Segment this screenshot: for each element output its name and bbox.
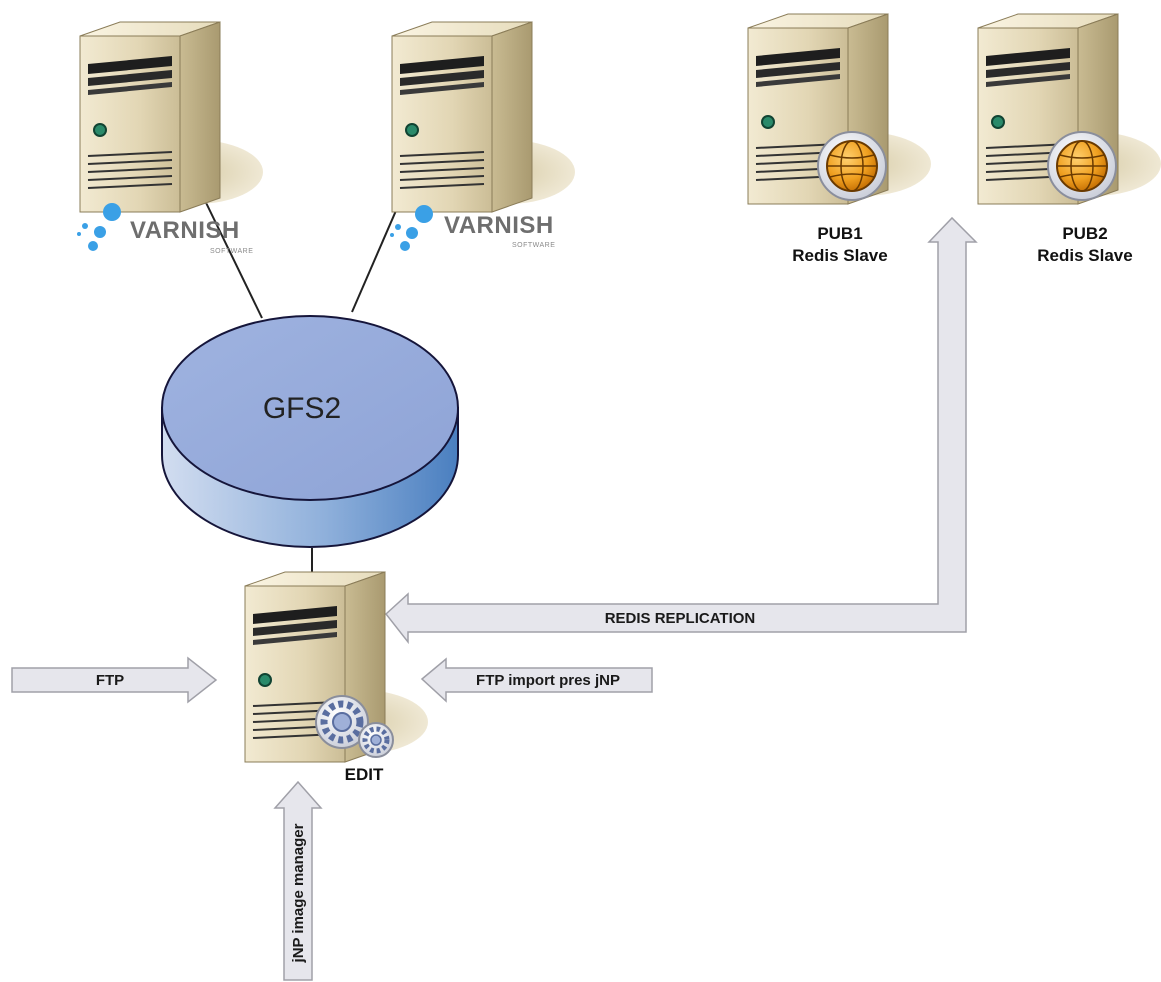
pub1-role-label: Redis Slave	[792, 246, 887, 265]
globe-icon	[817, 131, 887, 201]
gfs2-label: GFS2	[263, 392, 341, 425]
pub1-label: PUB1	[817, 224, 862, 243]
varnish-left-logo: VARNISH SOFTWARE	[77, 203, 253, 255]
ftp-label: FTP	[96, 672, 124, 689]
ftp-import-label: FTP import pres jNP	[476, 672, 620, 689]
varnish-right-logo: VARNISH SOFTWARE	[390, 205, 555, 251]
varnish-dot-icon	[395, 224, 401, 230]
varnish-right-subtitle: SOFTWARE	[512, 242, 555, 249]
ftp-arrow[interactable]	[11, 656, 218, 704]
varnish-dot-icon	[390, 233, 394, 237]
varnish-dot-icon	[415, 205, 433, 223]
redis-replication-arrow[interactable]	[384, 216, 978, 645]
gears-icon	[315, 695, 394, 758]
varnish-left-server[interactable]	[79, 21, 263, 213]
image-manager-arrow[interactable]	[273, 780, 323, 981]
pub2-label: PUB2	[1062, 224, 1107, 243]
varnish-left-subtitle: SOFTWARE	[210, 248, 253, 255]
edit-label: EDIT	[345, 765, 384, 784]
varnish-dot-icon	[406, 227, 418, 239]
pub2-role-label: Redis Slave	[1037, 246, 1132, 265]
varnish-dot-icon	[400, 241, 410, 251]
varnish-left-wordmark: VARNISH	[130, 217, 240, 244]
varnish-dot-icon	[77, 232, 81, 236]
varnish-dot-icon	[88, 241, 98, 251]
ftp-import-arrow[interactable]	[420, 657, 653, 703]
globe-icon	[1047, 131, 1117, 201]
varnish-right-server[interactable]	[391, 21, 575, 213]
varnish-dot-icon	[94, 226, 106, 238]
varnish-dot-icon	[82, 223, 88, 229]
redis-replication-label: REDIS REPLICATION	[605, 610, 756, 627]
image-manager-label: jNP image manager	[290, 823, 307, 963]
varnish-dot-icon	[103, 203, 121, 221]
varnish-right-wordmark: VARNISH	[444, 212, 554, 239]
gfs2-storage[interactable]: GFS2	[161, 315, 459, 548]
